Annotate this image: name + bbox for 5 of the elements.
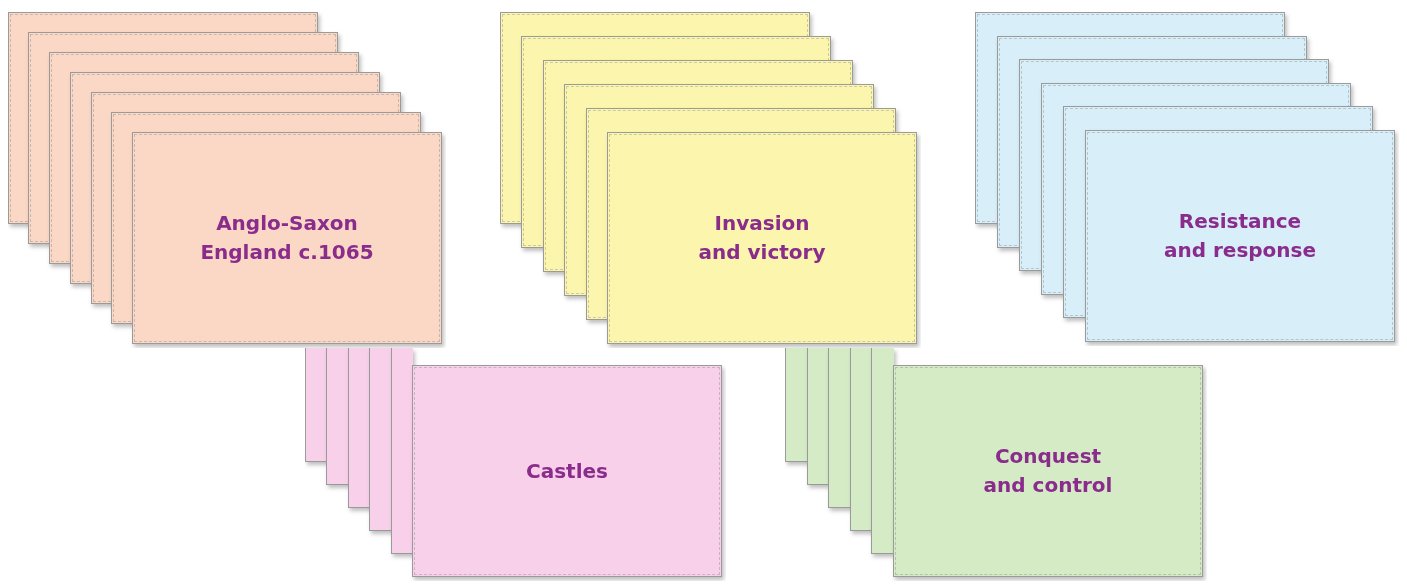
card-title: Resistance and response — [1162, 208, 1318, 264]
card-title: Conquest and control — [982, 443, 1114, 499]
card-title: Invasion and victory — [697, 210, 827, 266]
card-title: Anglo-Saxon England c.1065 — [199, 210, 375, 266]
card-title: Castles — [525, 457, 609, 485]
